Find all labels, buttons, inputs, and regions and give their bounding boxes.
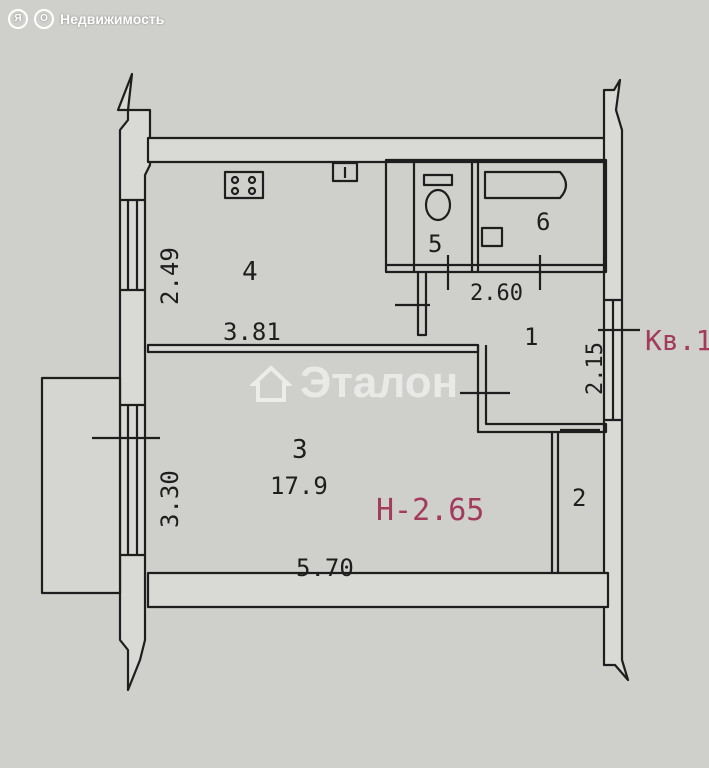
bathroom-block [384, 158, 608, 274]
top-wall [146, 136, 610, 164]
balcony [40, 376, 122, 595]
brand-name: Недвижимость [60, 11, 165, 27]
stove-icon [223, 170, 265, 200]
room-3-area: 17.9 [270, 472, 328, 500]
room-4-number: 4 [242, 257, 258, 287]
kitchen-room-partition [146, 343, 480, 354]
watermark: Эталон [250, 358, 458, 408]
brand-header: Я О Недвижимость [8, 6, 164, 32]
watermark-text: Эталон [300, 358, 459, 407]
realty-logo-icon: О [34, 9, 54, 29]
dim-215: 2.15 [583, 342, 608, 395]
house-logo-icon [250, 365, 292, 402]
right-window [604, 298, 622, 422]
corridor-wall [416, 272, 428, 337]
kitchen-sink-icon [331, 161, 359, 183]
sink-icon [480, 226, 504, 248]
room-5-number: 5 [428, 230, 442, 258]
bottom-wall [146, 571, 610, 609]
left-exterior-wall [116, 72, 152, 692]
dim-381: 3.81 [223, 318, 281, 346]
apartment-label: Кв.1 [645, 324, 709, 357]
room-3-number: 3 [292, 435, 308, 465]
dim-570: 5.70 [296, 554, 354, 582]
bathtub-icon [483, 170, 568, 200]
dim-330: 3.30 [156, 470, 184, 528]
dim-260: 2.60 [470, 281, 523, 306]
room-1-number: 1 [524, 323, 538, 351]
right-exterior-wall [602, 78, 630, 682]
left-window-lower [120, 403, 145, 557]
room-2-number: 2 [572, 484, 586, 512]
room-6-number: 6 [536, 208, 550, 236]
toilet-icon [422, 173, 454, 222]
dim-249: 2.49 [156, 247, 184, 305]
left-window-upper [120, 198, 145, 292]
yandex-logo-icon: Я [8, 9, 28, 29]
ceiling-height-note: Н-2.65 [376, 493, 484, 528]
room-corridor-wall [476, 345, 608, 434]
